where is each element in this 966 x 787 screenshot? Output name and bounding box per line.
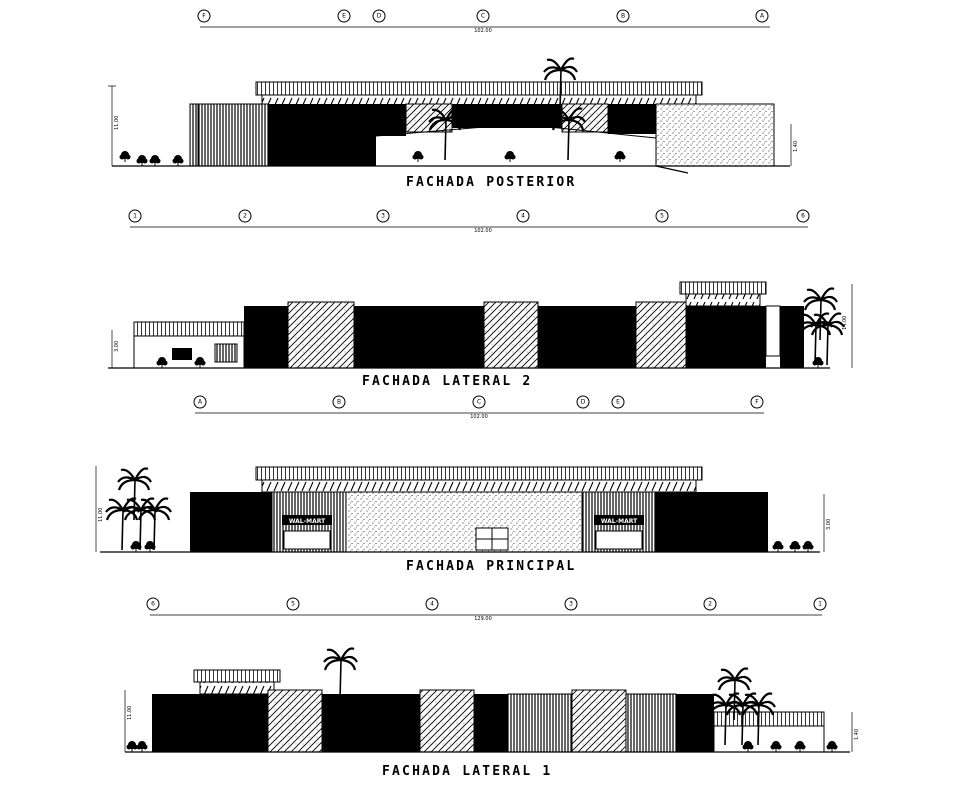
axis-marker: B — [616, 9, 630, 23]
svg-text:E: E — [616, 399, 620, 406]
svg-text:C: C — [481, 13, 485, 20]
building-facade — [112, 57, 790, 174]
svg-text:1.40: 1.40 — [793, 141, 799, 152]
store-sign — [594, 515, 644, 525]
svg-text:WAL-MART: WAL-MART — [601, 518, 638, 525]
total-dimension: 102.00 — [474, 228, 492, 234]
svg-text:C: C — [477, 399, 481, 406]
height-dimension-right: 14.00 — [842, 284, 853, 368]
svg-text:B: B — [621, 13, 625, 20]
total-dimension: 102.00 — [474, 28, 492, 34]
svg-text:3: 3 — [569, 601, 573, 608]
axis-marker: A — [755, 9, 769, 23]
height-dimension-right: 1.40 — [851, 712, 860, 752]
svg-text:5: 5 — [660, 213, 664, 220]
axis-line: 1 2 3 4 5 6 102.00 — [128, 209, 810, 234]
height-dimension-left: 11.00 — [108, 85, 120, 166]
svg-text:F: F — [202, 13, 206, 20]
axis-marker: 1 — [813, 597, 827, 611]
axis-marker: 6 — [796, 209, 810, 223]
axis-marker: F — [197, 9, 211, 23]
axis-marker: 3 — [376, 209, 390, 223]
svg-text:A: A — [198, 399, 203, 406]
svg-text:D: D — [377, 13, 382, 20]
total-dimension: 102.00 — [470, 414, 488, 420]
svg-text:11.00: 11.00 — [114, 116, 120, 130]
svg-text:B: B — [337, 399, 341, 406]
elevation-fachada-lateral-1: 6 5 4 3 2 1 129.00 11.00 1.40 — [124, 597, 860, 779]
axis-line: A B C D E F 102.00 — [193, 395, 764, 420]
view-title: FACHADA POSTERIOR — [406, 175, 576, 190]
svg-text:4: 4 — [521, 213, 525, 220]
axis-line: F E D C B A 102.00 — [197, 9, 770, 34]
view-title: FACHADA PRINCIPAL — [406, 559, 576, 574]
height-dimension-right: 1.40 — [790, 124, 799, 166]
height-dimension-left: 11.00 — [124, 690, 133, 752]
svg-text:2: 2 — [243, 213, 247, 220]
store-sign — [282, 515, 332, 525]
axis-marker: C — [476, 9, 490, 23]
svg-text:WAL-MART: WAL-MART — [289, 518, 326, 525]
axis-marker: B — [332, 395, 346, 409]
svg-text:1: 1 — [133, 213, 137, 220]
axis-marker: 4 — [425, 597, 439, 611]
svg-text:D: D — [581, 399, 586, 406]
svg-text:3.00: 3.00 — [826, 519, 832, 530]
height-dimension-right: 3.00 — [823, 494, 832, 552]
building-facade — [108, 281, 846, 369]
axis-marker: 3 — [564, 597, 578, 611]
axis-marker: E — [337, 9, 351, 23]
svg-text:4: 4 — [430, 601, 434, 608]
svg-text:11.00: 11.00 — [98, 508, 104, 522]
svg-text:2: 2 — [708, 601, 712, 608]
axis-marker: D — [576, 395, 590, 409]
svg-text:3: 3 — [381, 213, 385, 220]
axis-marker: 5 — [655, 209, 669, 223]
height-dimension-left: 3.00 — [111, 330, 120, 368]
axis-marker: F — [750, 395, 764, 409]
axis-marker: 2 — [238, 209, 252, 223]
axis-marker: D — [372, 9, 386, 23]
height-dimension-left: 11.00 — [95, 466, 104, 552]
view-title: FACHADA LATERAL 2 — [362, 374, 532, 389]
axis-marker: C — [472, 395, 486, 409]
svg-text:6: 6 — [151, 601, 155, 608]
axis-marker: 1 — [128, 209, 142, 223]
svg-text:5: 5 — [291, 601, 295, 608]
building-facade: WAL-MART WAL-MART — [100, 466, 820, 553]
svg-text:14.00: 14.00 — [842, 316, 848, 330]
axis-marker: A — [193, 395, 207, 409]
total-dimension: 129.00 — [474, 616, 492, 622]
elevation-fachada-posterior: F E D C B A 102.00 11.00 1.40 — [108, 9, 799, 190]
axis-marker: E — [611, 395, 625, 409]
svg-text:1: 1 — [818, 601, 822, 608]
svg-text:11.00: 11.00 — [127, 706, 133, 720]
svg-text:1.40: 1.40 — [854, 729, 860, 740]
building-facade — [125, 647, 850, 753]
svg-text:E: E — [342, 13, 346, 20]
axis-marker: 2 — [703, 597, 717, 611]
view-title: FACHADA LATERAL 1 — [382, 764, 552, 779]
svg-text:A: A — [760, 13, 765, 20]
axis-marker: 4 — [516, 209, 530, 223]
axis-line: 6 5 4 3 2 1 129.00 — [146, 597, 827, 622]
axis-marker: 6 — [146, 597, 160, 611]
svg-text:F: F — [755, 399, 759, 406]
svg-text:6: 6 — [801, 213, 805, 220]
svg-text:3.00: 3.00 — [114, 341, 120, 352]
elevation-fachada-principal: A B C D E F 102.00 11.00 3.00 WAL-MART — [95, 395, 832, 574]
axis-marker: 5 — [286, 597, 300, 611]
elevation-fachada-lateral-2: 1 2 3 4 5 6 102.00 3.00 14.00 — [108, 209, 853, 389]
